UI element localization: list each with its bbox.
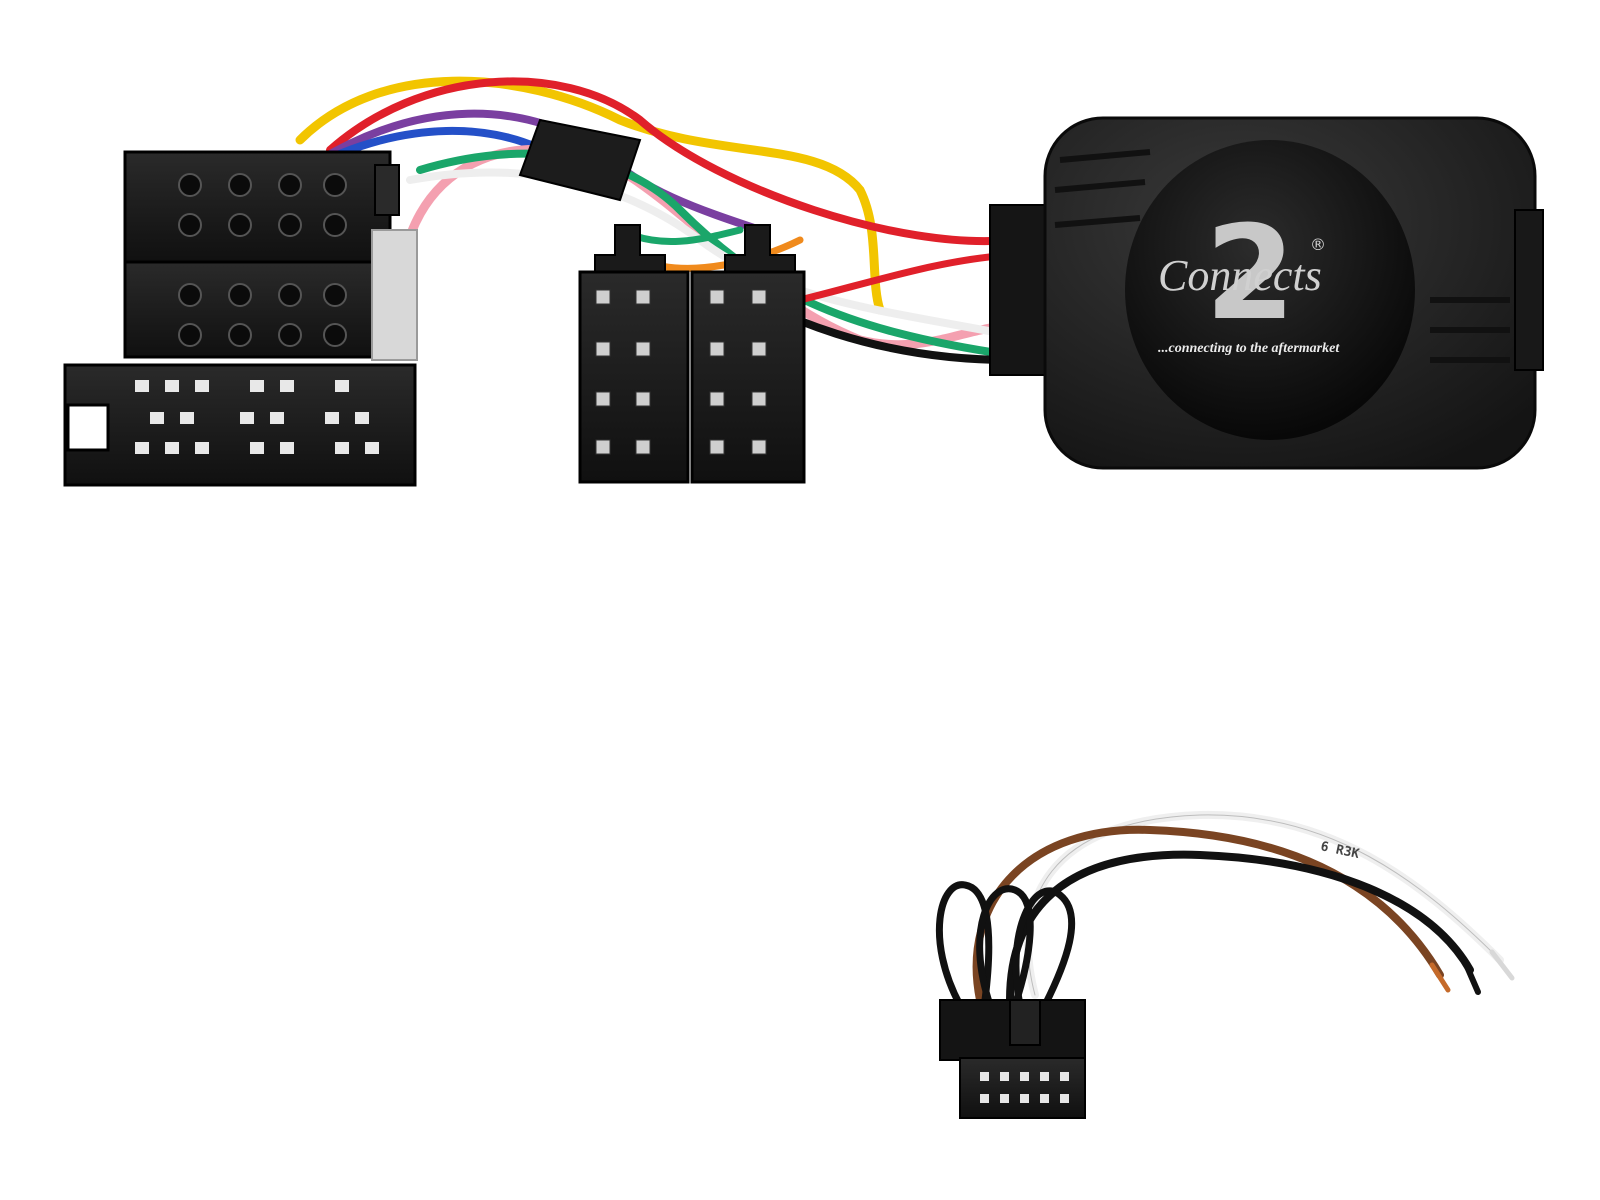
registered-mark: ®: [1310, 235, 1326, 254]
patch-loop-2: [976, 885, 1034, 1009]
patch-loop-1: [936, 881, 993, 1009]
iso-connector-right: [690, 224, 806, 484]
wire-red-2: [796, 251, 1014, 304]
tagline: ...connecting to the aftermarket: [1158, 341, 1340, 356]
connector-pins-lower: [135, 380, 379, 454]
logo-disc: [1125, 140, 1415, 440]
logo-wordmark: Connects: [1158, 251, 1322, 300]
patch-lead: 6 R3K: [936, 810, 1515, 1009]
patch-loop-3: [1012, 887, 1076, 1009]
iso-connector-left: [578, 224, 690, 484]
connector-pins-upper: [178, 173, 347, 347]
interface-module: 2 Connects ® ...connecting to the afterm…: [989, 116, 1544, 470]
quadlock-connector: [63, 150, 418, 487]
heatshrink-sleeve: [518, 118, 642, 202]
module-grip-lines: [1054, 149, 1510, 363]
logo-numeral: 2: [1205, 197, 1295, 349]
wire-print: 6 R3K: [1319, 839, 1361, 862]
patch-connector: [939, 999, 1086, 1119]
wire-green: [416, 149, 1014, 359]
wire-tips: [1429, 949, 1515, 995]
wire-red: [326, 77, 1014, 246]
